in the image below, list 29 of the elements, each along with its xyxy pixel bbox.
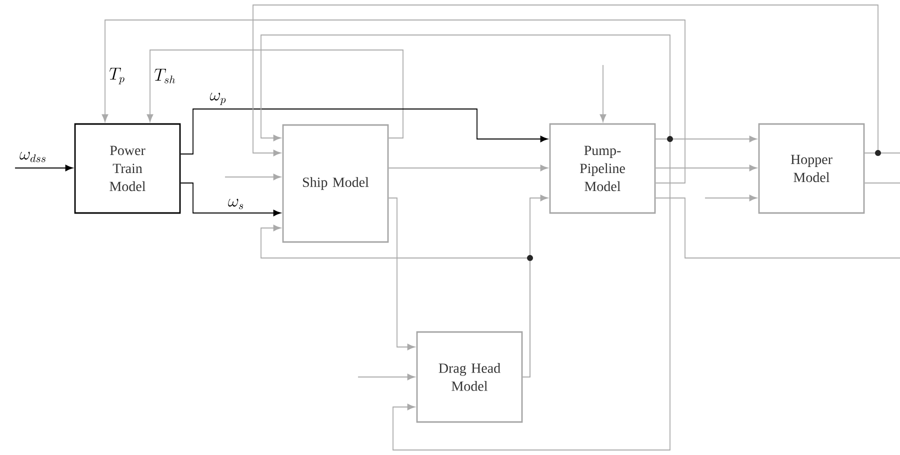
model-block: Ship Model xyxy=(282,124,389,243)
edge-label: $\omega_{dss}$ xyxy=(20,152,46,162)
arrow xyxy=(180,108,548,154)
edge-label: $T_p$ xyxy=(109,68,124,84)
arrow xyxy=(522,194,548,378)
arrow xyxy=(14,164,73,172)
arrow xyxy=(392,138,670,450)
signal-line xyxy=(864,152,900,154)
edge-label: $T_{sh}$ xyxy=(154,68,176,84)
arrow xyxy=(180,182,281,216)
model-block: Drag Head Model xyxy=(416,331,523,423)
edge-label: $\omega_p$ xyxy=(210,92,226,106)
model-block: Power Train Model xyxy=(74,123,181,214)
arrow xyxy=(704,194,757,202)
model-block: Hopper Model xyxy=(758,123,865,214)
arrow xyxy=(358,374,415,380)
arrow xyxy=(600,64,606,122)
model-block: Pump-Pipeline Model xyxy=(549,123,656,214)
signal-line xyxy=(864,182,900,184)
arrow xyxy=(655,164,757,172)
arrow xyxy=(102,20,686,184)
arrow xyxy=(260,34,670,142)
signal-line xyxy=(655,198,900,258)
arrow xyxy=(388,164,548,172)
arrow xyxy=(252,4,878,156)
arrow xyxy=(388,198,415,350)
edge-label: $\omega_s$ xyxy=(228,198,244,210)
arrow xyxy=(146,50,404,138)
arrow xyxy=(224,174,281,180)
